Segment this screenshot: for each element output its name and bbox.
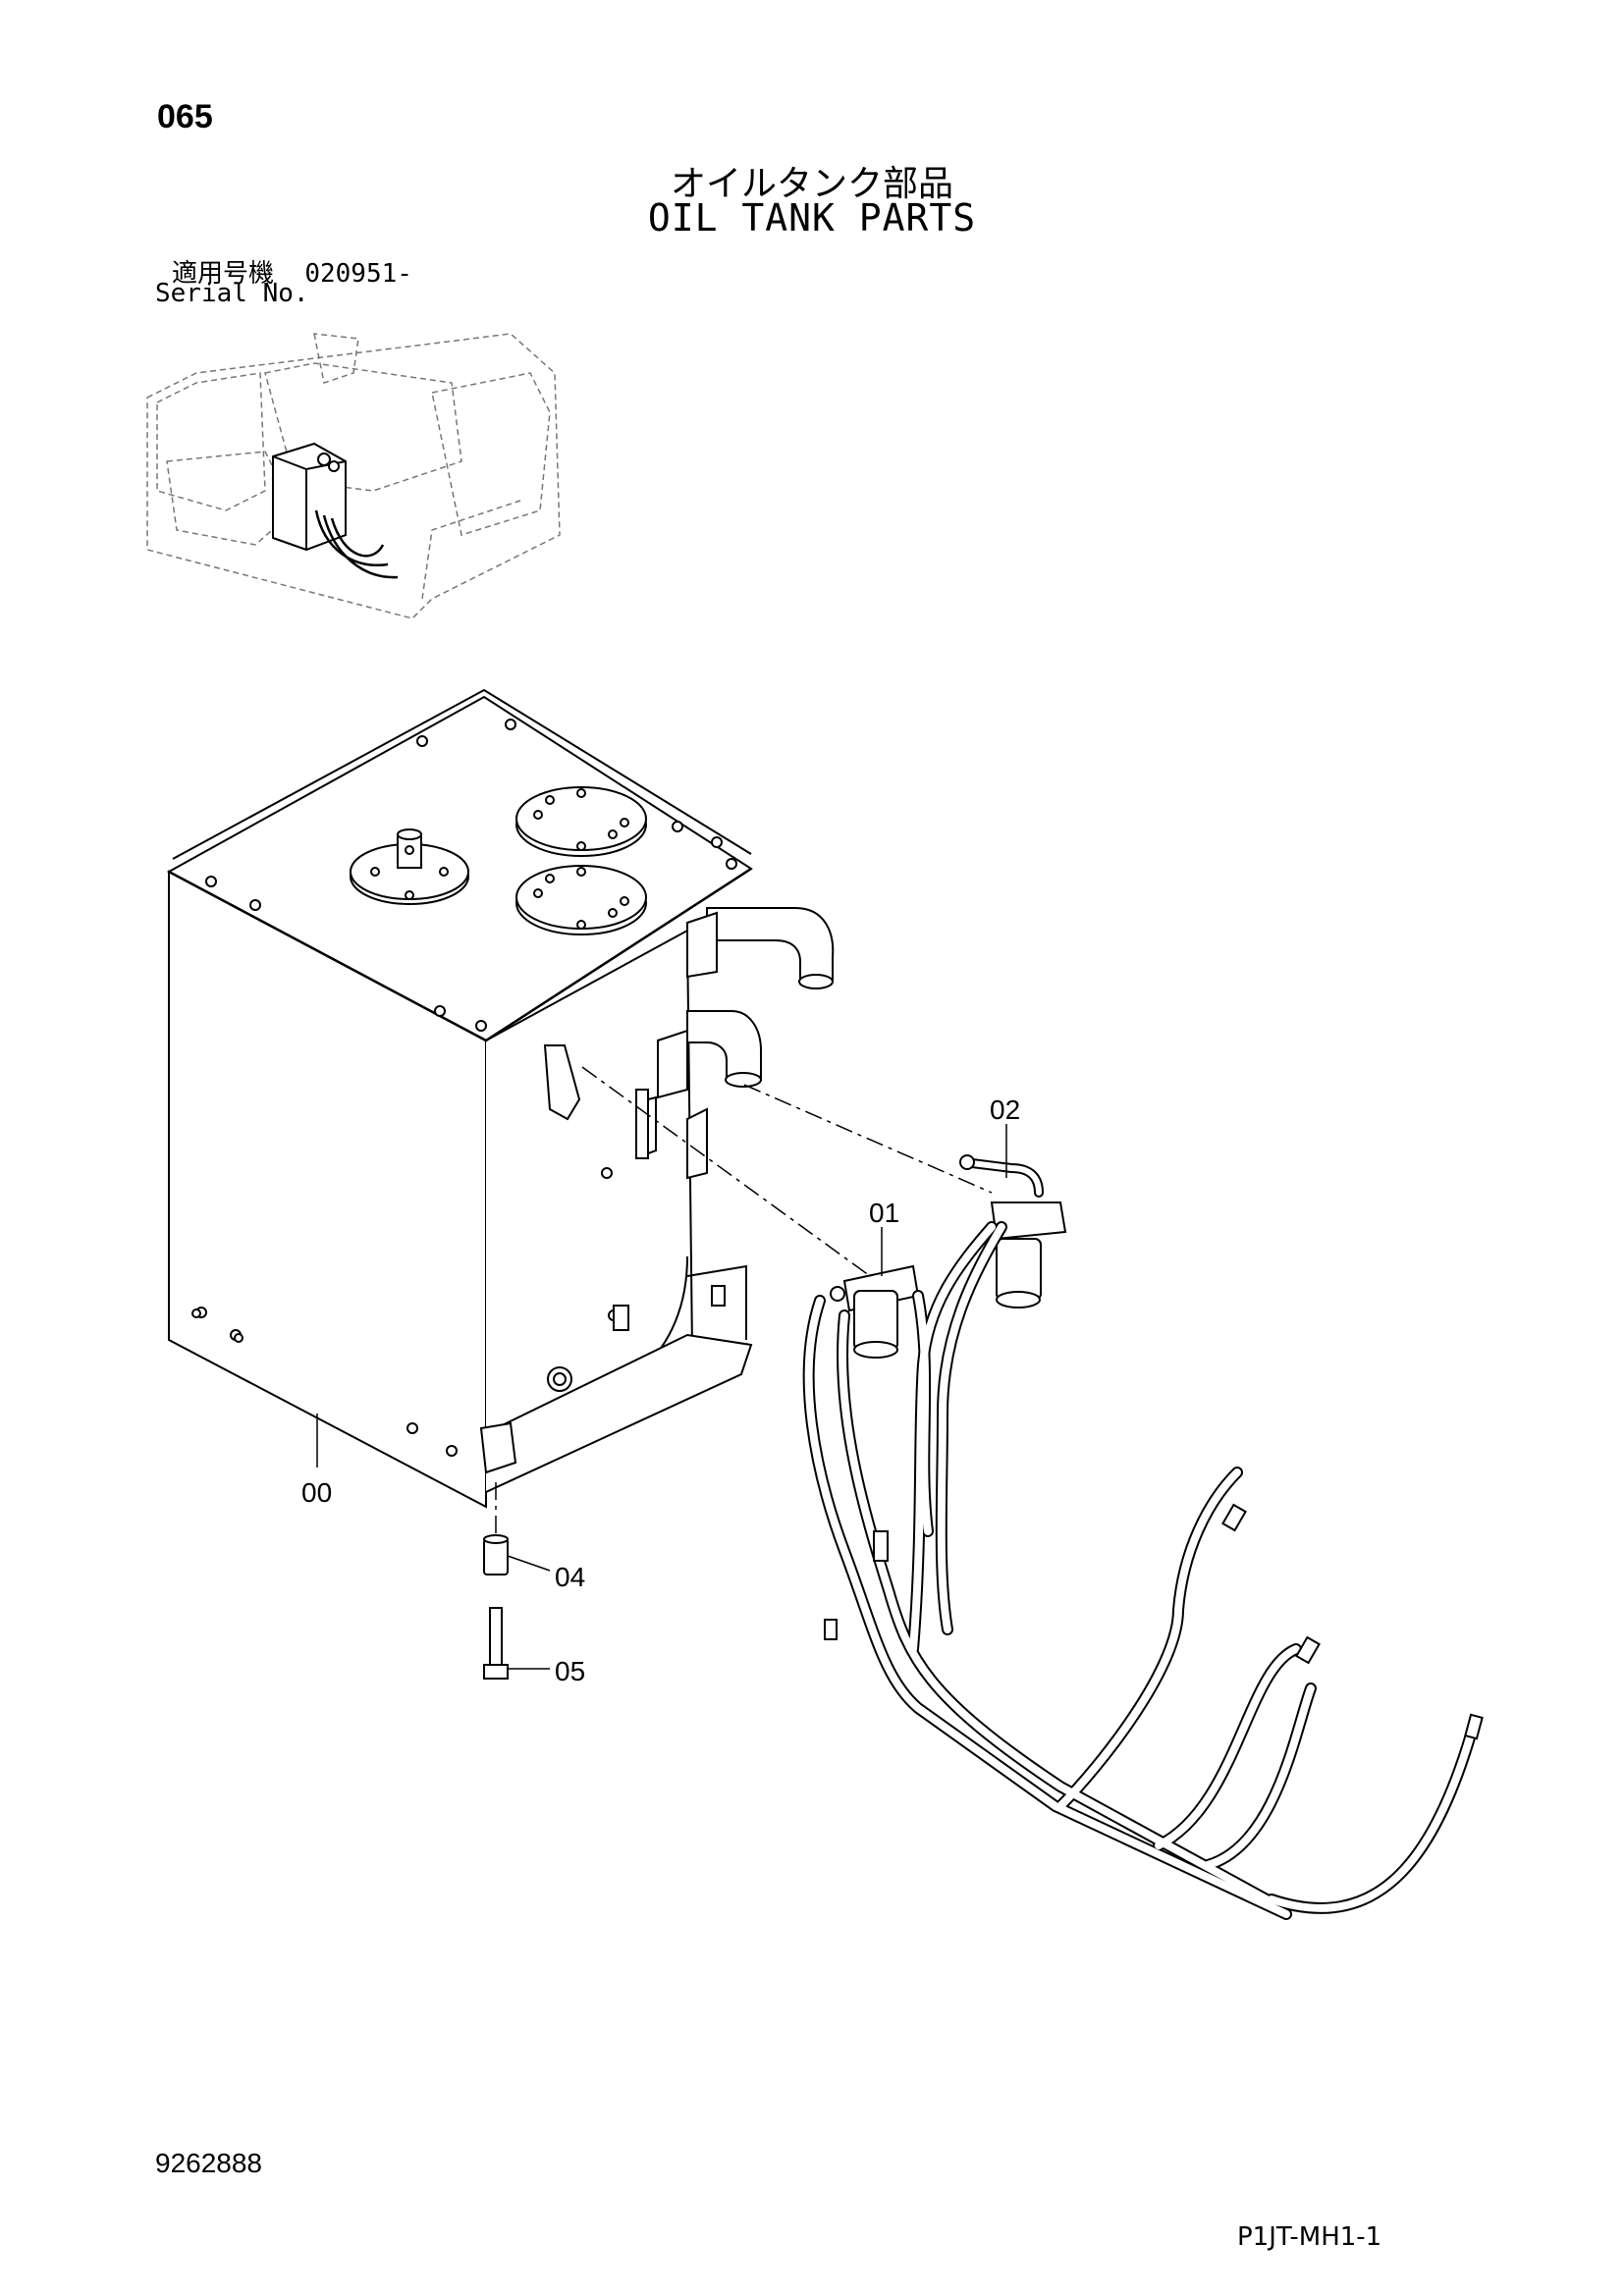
filter-assembly-01: [830, 1264, 920, 1359]
serial-from: 020951-: [304, 259, 412, 289]
serial-applicability: 適用号機 020951-: [172, 253, 412, 290]
title-japanese: オイルタンク部品: [670, 164, 953, 204]
callout-04: 04: [555, 1562, 585, 1592]
callout-05: 05: [555, 1656, 585, 1686]
access-cover-2: [515, 865, 647, 935]
serial-label-jp: 適用号機: [172, 259, 275, 289]
callout-00: 00: [301, 1477, 332, 1508]
access-cover-1: [515, 786, 647, 857]
bolt-05: [483, 1607, 509, 1680]
filter-assembly-02: [959, 1154, 1067, 1308]
rim-bolts: [195, 719, 737, 1457]
callout-02: 02: [990, 1095, 1020, 1125]
callout-leaders: [316, 1124, 1007, 1670]
top-covers: [350, 786, 647, 935]
filler-cover: [350, 828, 469, 905]
figure-code: P1JT-MH1-1: [1237, 2222, 1382, 2252]
spacer-04: [483, 1534, 509, 1575]
document-number: 9262888: [155, 2148, 263, 2178]
page-number: 065: [157, 98, 213, 135]
machine-overview-inset: [146, 333, 561, 619]
inset-highlighted-tank: [272, 442, 399, 579]
callout-01: 01: [869, 1198, 899, 1228]
tank-side-fittings: [479, 907, 835, 1474]
oil-tank: [166, 688, 753, 1509]
title-english: OIL TANK PARTS: [647, 196, 977, 240]
serial-label-en: Serial No.: [155, 279, 309, 308]
hose-bundle: [802, 1221, 1484, 1920]
